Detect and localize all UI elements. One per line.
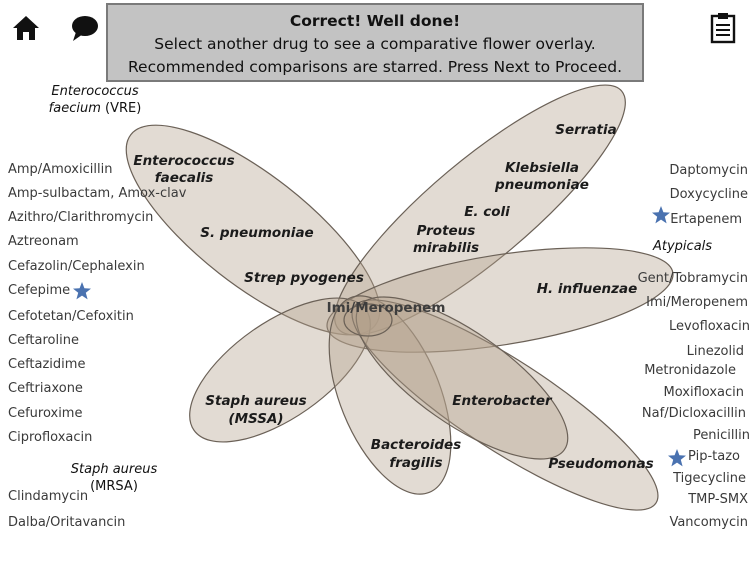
clipboard-icon (710, 13, 736, 44)
drug-amp-amoxicillin[interactable]: Amp/Amoxicillin (8, 162, 113, 177)
banner-hint: Recommended comparisons are starred. Pre… (127, 58, 623, 76)
petal-h-influenzae (326, 247, 674, 353)
star-icon-cefepime (73, 282, 91, 300)
organism-enterobacter: Enterobacter (452, 393, 553, 409)
petal-gram-positive (125, 124, 381, 336)
drug-azithro-clarithromycin[interactable]: Azithro/Clarithromycin (8, 210, 154, 225)
petals (125, 84, 674, 511)
drug-metronidazole[interactable]: Metronidazole (644, 363, 736, 378)
star-icon-pip-tazo (668, 449, 686, 467)
drug-linezolid[interactable]: Linezolid (686, 344, 744, 359)
drug-moxifloxacin[interactable]: Moxifloxacin (663, 385, 744, 400)
atypicals-label: Atypicals (653, 239, 713, 254)
staph-mrsa-line2: (MRSA) (90, 479, 138, 494)
organism-pseudomonas: Pseudomonas (548, 456, 653, 472)
organism-serratia: Serratia (555, 122, 617, 138)
star-icon-ertapenem (652, 206, 670, 224)
center-drug-label: Imi/Meropenem (327, 300, 446, 316)
drug-penicillin[interactable]: Penicillin (692, 428, 750, 443)
speech-bubble-icon (72, 16, 98, 41)
staph-mrsa-label: Staph aureus (MRSA) (62, 461, 166, 495)
home-button[interactable] (12, 14, 40, 42)
banner-title: Correct! Well done! (289, 12, 461, 30)
drug-vancomycin[interactable]: Vancomycin (669, 515, 748, 530)
drug-clindamycin[interactable]: Clindamycin (8, 489, 89, 504)
petal-mssa (189, 297, 371, 443)
enterococcus-vre-line2: faecium (VRE) (48, 101, 142, 116)
drug-tmp-smx[interactable]: TMP-SMX (688, 492, 748, 507)
drug-ertapenem[interactable]: Ertapenem (670, 212, 742, 227)
drug-aztreonam[interactable]: Aztreonam (8, 234, 79, 249)
home-icon (13, 16, 39, 40)
flower-center (343, 303, 393, 337)
petal-bacteroides (328, 295, 452, 495)
banner-instruction: Select another drug to see a comparative… (154, 35, 596, 53)
drug-pip-tazo[interactable]: Pip-tazo (688, 449, 740, 464)
drug-cefazolin-cephalexin[interactable]: Cefazolin/Cephalexin (8, 259, 145, 274)
drug-ceftriaxone[interactable]: Ceftriaxone (8, 381, 83, 396)
organism-e-coli: E. coli (464, 204, 510, 220)
chat-button[interactable] (70, 14, 100, 42)
drug-tigecycline[interactable]: Tigecycline (673, 471, 746, 486)
organism-strep-pyogenes: Strep pyogenes (244, 270, 364, 286)
drug-cefuroxime[interactable]: Cefuroxime (8, 406, 83, 421)
drug-levofloxacin[interactable]: Levofloxacin (668, 319, 750, 334)
organism-h-influenzae: H. influenzae (537, 281, 638, 297)
drug-amp-sulbactam[interactable]: Amp-sulbactam, Amox-clav (8, 186, 187, 201)
drug-doxycycline[interactable]: Doxycycline (669, 187, 748, 202)
petal-enterobacter (355, 296, 569, 460)
drug-cefepime[interactable]: Cefepime (8, 283, 71, 298)
drug-ceftazidime[interactable]: Ceftazidime (8, 357, 86, 372)
petal-gram-negative (334, 84, 626, 336)
drug-gent-tobramycin[interactable]: Gent/Tobramycin (637, 271, 748, 286)
enterococcus-vre-label: Enterococcus faecium (VRE) (40, 83, 150, 117)
drug-daptomycin[interactable]: Daptomycin (669, 163, 748, 178)
drug-dalba-oritavancin[interactable]: Dalba/Oritavancin (8, 515, 126, 530)
drug-naf-dicloxacillin[interactable]: Naf/Dicloxacillin (641, 406, 746, 421)
drug-ceftaroline[interactable]: Ceftaroline (8, 333, 79, 348)
organism-s-pneumoniae: S. pneumoniae (200, 225, 313, 241)
organism-staph-aureus-mssa: Staph aureus(MSSA) (205, 393, 306, 427)
drug-imi-meropenem[interactable]: Imi/Meropenem (646, 295, 748, 310)
enterococcus-vre-line1: Enterococcus (51, 84, 139, 99)
staph-mrsa-line1: Staph aureus (70, 462, 158, 477)
notes-button[interactable] (710, 12, 736, 44)
drug-ciprofloxacin[interactable]: Ciprofloxacin (8, 430, 93, 445)
drug-cefotetan-cefoxitin[interactable]: Cefotetan/Cefoxitin (8, 309, 134, 324)
feedback-banner: Correct! Well done! Select another drug … (106, 3, 644, 82)
